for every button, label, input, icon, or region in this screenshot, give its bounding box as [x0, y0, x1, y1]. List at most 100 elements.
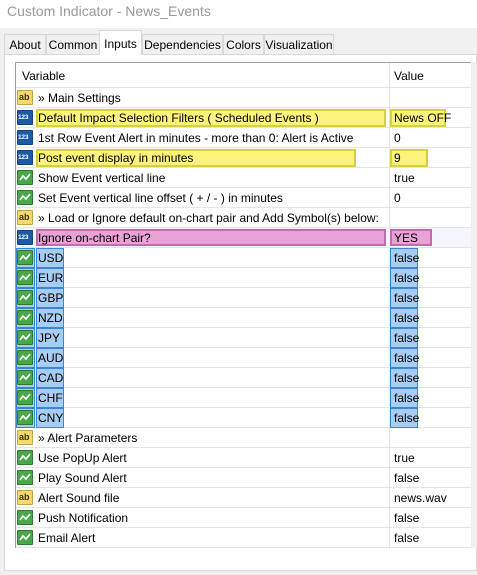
input-row[interactable]: ab» Load or Ignore default on-chart pair… — [16, 208, 477, 228]
boolean-type-icon — [17, 310, 33, 325]
highlight-symbol — [36, 348, 64, 368]
icon-text: 123 — [18, 134, 29, 141]
input-value[interactable]: 0 — [394, 191, 401, 205]
input-variable-label: Alert Sound file — [38, 491, 120, 505]
input-value[interactable]: false — [394, 531, 420, 545]
input-row[interactable]: ab Alert Sound file news.wav — [16, 488, 477, 508]
boolean-type-icon — [17, 510, 33, 525]
highlight-symbol — [36, 388, 64, 408]
icon-text: ab — [19, 212, 30, 222]
input-value[interactable]: false — [394, 511, 420, 525]
icon-text: ab — [19, 92, 30, 102]
tab-dependencies[interactable]: Dependencies — [142, 34, 223, 54]
input-variable-label: Push Notification — [38, 511, 129, 525]
input-value[interactable]: 9 — [394, 151, 401, 165]
input-row[interactable]: ab » Main Settings — [16, 88, 477, 108]
highlight-value — [390, 308, 418, 328]
input-value[interactable]: false — [394, 331, 420, 345]
input-row[interactable]: Push Notification false — [16, 508, 477, 528]
input-value[interactable]: false — [394, 291, 420, 305]
input-value[interactable]: News OFF — [394, 111, 452, 125]
string-type-icon: ab — [17, 430, 33, 445]
input-value[interactable]: false — [394, 251, 420, 265]
highlight-variable — [36, 109, 386, 127]
tab-inputs[interactable]: Inputs — [99, 30, 142, 55]
input-variable-label: Use PopUp Alert — [38, 451, 127, 465]
highlight-value — [390, 229, 432, 246]
input-variable-label: » Main Settings — [38, 91, 121, 105]
input-value[interactable]: 0 — [394, 131, 401, 145]
boolean-type-icon — [17, 170, 33, 185]
input-row[interactable]: NZD false — [16, 308, 477, 328]
input-variable-label: EUR — [38, 271, 64, 285]
icon-text: ab — [19, 432, 30, 442]
highlight-symbol — [36, 328, 64, 348]
input-value[interactable]: false — [394, 411, 420, 425]
input-value[interactable]: false — [394, 371, 420, 385]
input-row[interactable]: Show Event vertical line true — [16, 168, 477, 188]
input-value[interactable]: false — [394, 391, 420, 405]
input-row[interactable]: Email Alert false — [16, 528, 477, 548]
input-row[interactable]: CAD false — [16, 368, 477, 388]
input-value[interactable]: true — [394, 171, 415, 185]
highlight-symbol — [36, 288, 64, 308]
highlight-value — [390, 328, 418, 348]
input-row[interactable]: AUD false — [16, 348, 477, 368]
column-divider[interactable] — [389, 63, 390, 549]
column-header-variable[interactable]: Variable — [22, 69, 66, 83]
tab-visualization[interactable]: Visualization — [264, 34, 334, 54]
boolean-type-icon — [17, 530, 33, 545]
highlight-value — [390, 388, 418, 408]
tab-common[interactable]: Common — [46, 34, 100, 54]
input-value[interactable]: false — [394, 351, 420, 365]
input-variable-label: Show Event vertical line — [38, 171, 166, 185]
input-variable-label: USD — [38, 251, 64, 265]
input-row[interactable]: ab » Alert Parameters — [16, 428, 477, 448]
input-row[interactable]: EUR false — [16, 268, 477, 288]
input-variable-label: Play Sound Alert — [38, 471, 127, 485]
input-variable-label: CAD — [38, 371, 64, 385]
highlight-value — [390, 149, 428, 167]
highlight-value — [390, 268, 418, 288]
input-value[interactable]: true — [394, 451, 415, 465]
boolean-type-icon — [17, 350, 33, 365]
string-type-icon: ab — [17, 90, 33, 105]
input-variable-label: NZD — [38, 311, 63, 325]
column-header-value[interactable]: Value — [394, 69, 424, 83]
input-value[interactable]: news.wav — [394, 491, 447, 505]
highlight-value — [390, 109, 446, 127]
input-value[interactable]: false — [394, 471, 420, 485]
input-variable-label: Email Alert — [38, 531, 96, 545]
icon-text: 123 — [18, 234, 29, 241]
boolean-type-icon — [17, 330, 33, 345]
input-row[interactable]: Use PopUp Alert true — [16, 448, 477, 468]
icon-text: ab — [19, 492, 30, 502]
input-value[interactable]: false — [394, 311, 420, 325]
input-row[interactable]: USD false — [16, 248, 477, 268]
input-value[interactable]: false — [394, 271, 420, 285]
boolean-type-icon — [17, 270, 33, 285]
string-type-icon: ab — [17, 490, 33, 505]
input-row[interactable]: Play Sound Alert false — [16, 468, 477, 488]
number-type-icon: 123 — [17, 230, 33, 245]
input-variable-label: » Alert Parameters — [38, 431, 138, 445]
tab-colors[interactable]: Colors — [223, 34, 264, 54]
input-variable-label: AUD — [38, 351, 64, 365]
input-row[interactable]: 123 Post event display in minutes 9 — [16, 148, 477, 168]
highlight-symbol — [36, 308, 64, 328]
input-variable-label: Post event display in minutes — [38, 151, 194, 165]
highlight-symbol — [36, 268, 64, 288]
icon-text: 123 — [18, 154, 29, 161]
input-value[interactable]: YES — [394, 231, 419, 245]
boolean-type-icon — [17, 250, 33, 265]
tab-about[interactable]: About — [4, 34, 46, 54]
input-row[interactable]: Set Event vertical line offset ( + / - )… — [16, 188, 477, 208]
